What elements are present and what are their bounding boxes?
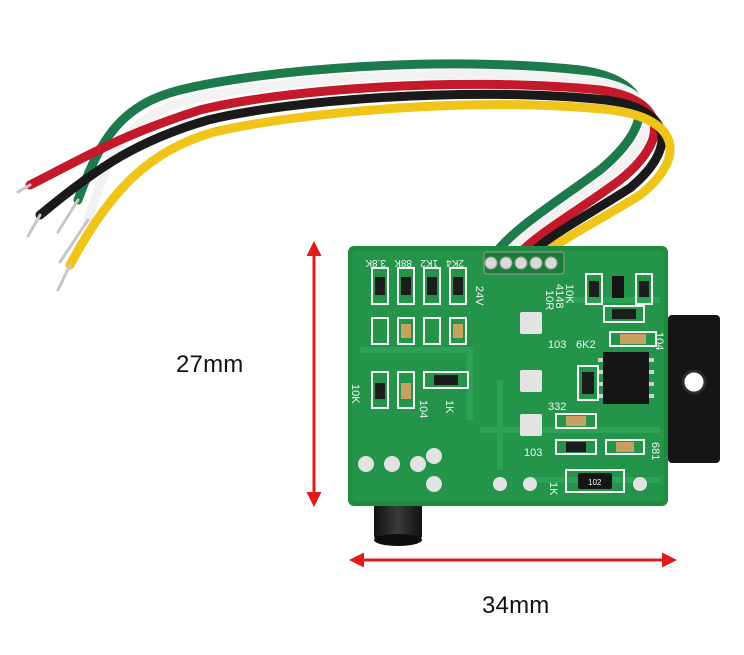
silkscreen-top-resistors: 3.8K 88K 1K2 2K4: [365, 257, 464, 268]
silk-label: 104: [653, 332, 665, 350]
green-wire: [73, 59, 644, 263]
silk-voltage-label: 24V: [473, 286, 485, 306]
silk-label: 4148: [553, 284, 565, 308]
silk-label: 3.8K: [365, 257, 386, 268]
silk-label: 332: [548, 401, 566, 413]
silk-label: 681: [649, 442, 661, 460]
ic-chip: [598, 352, 654, 404]
silk-label: 104: [417, 400, 429, 418]
silk-label: 10K: [563, 284, 575, 304]
red-wire: [25, 79, 660, 263]
white-wire: [83, 69, 652, 263]
silk-label: 2K4: [446, 257, 464, 268]
width-label: 34mm: [482, 592, 550, 619]
silk-label: 1K2: [420, 257, 438, 268]
silk-label: 1K: [443, 400, 455, 414]
wire-bundle: [16, 59, 675, 292]
silk-label: 1K: [547, 482, 559, 496]
silk-label: 103: [524, 447, 542, 459]
silk-label: 6K2: [576, 339, 596, 351]
power-transistor: [668, 315, 720, 463]
silk-label: 103: [548, 339, 566, 351]
chip-marking: 102: [588, 478, 602, 487]
yellow-wire: [65, 100, 675, 270]
height-label: 27mm: [176, 351, 244, 378]
pcb-board: 3.8K 88K 1K2 2K4 24V 10K 4148 10R 103 6K…: [348, 246, 668, 506]
silk-label: 88K: [394, 257, 412, 268]
black-wire: [35, 89, 667, 263]
silk-label: 10K: [349, 384, 361, 404]
silk-label: 10R: [543, 290, 555, 310]
